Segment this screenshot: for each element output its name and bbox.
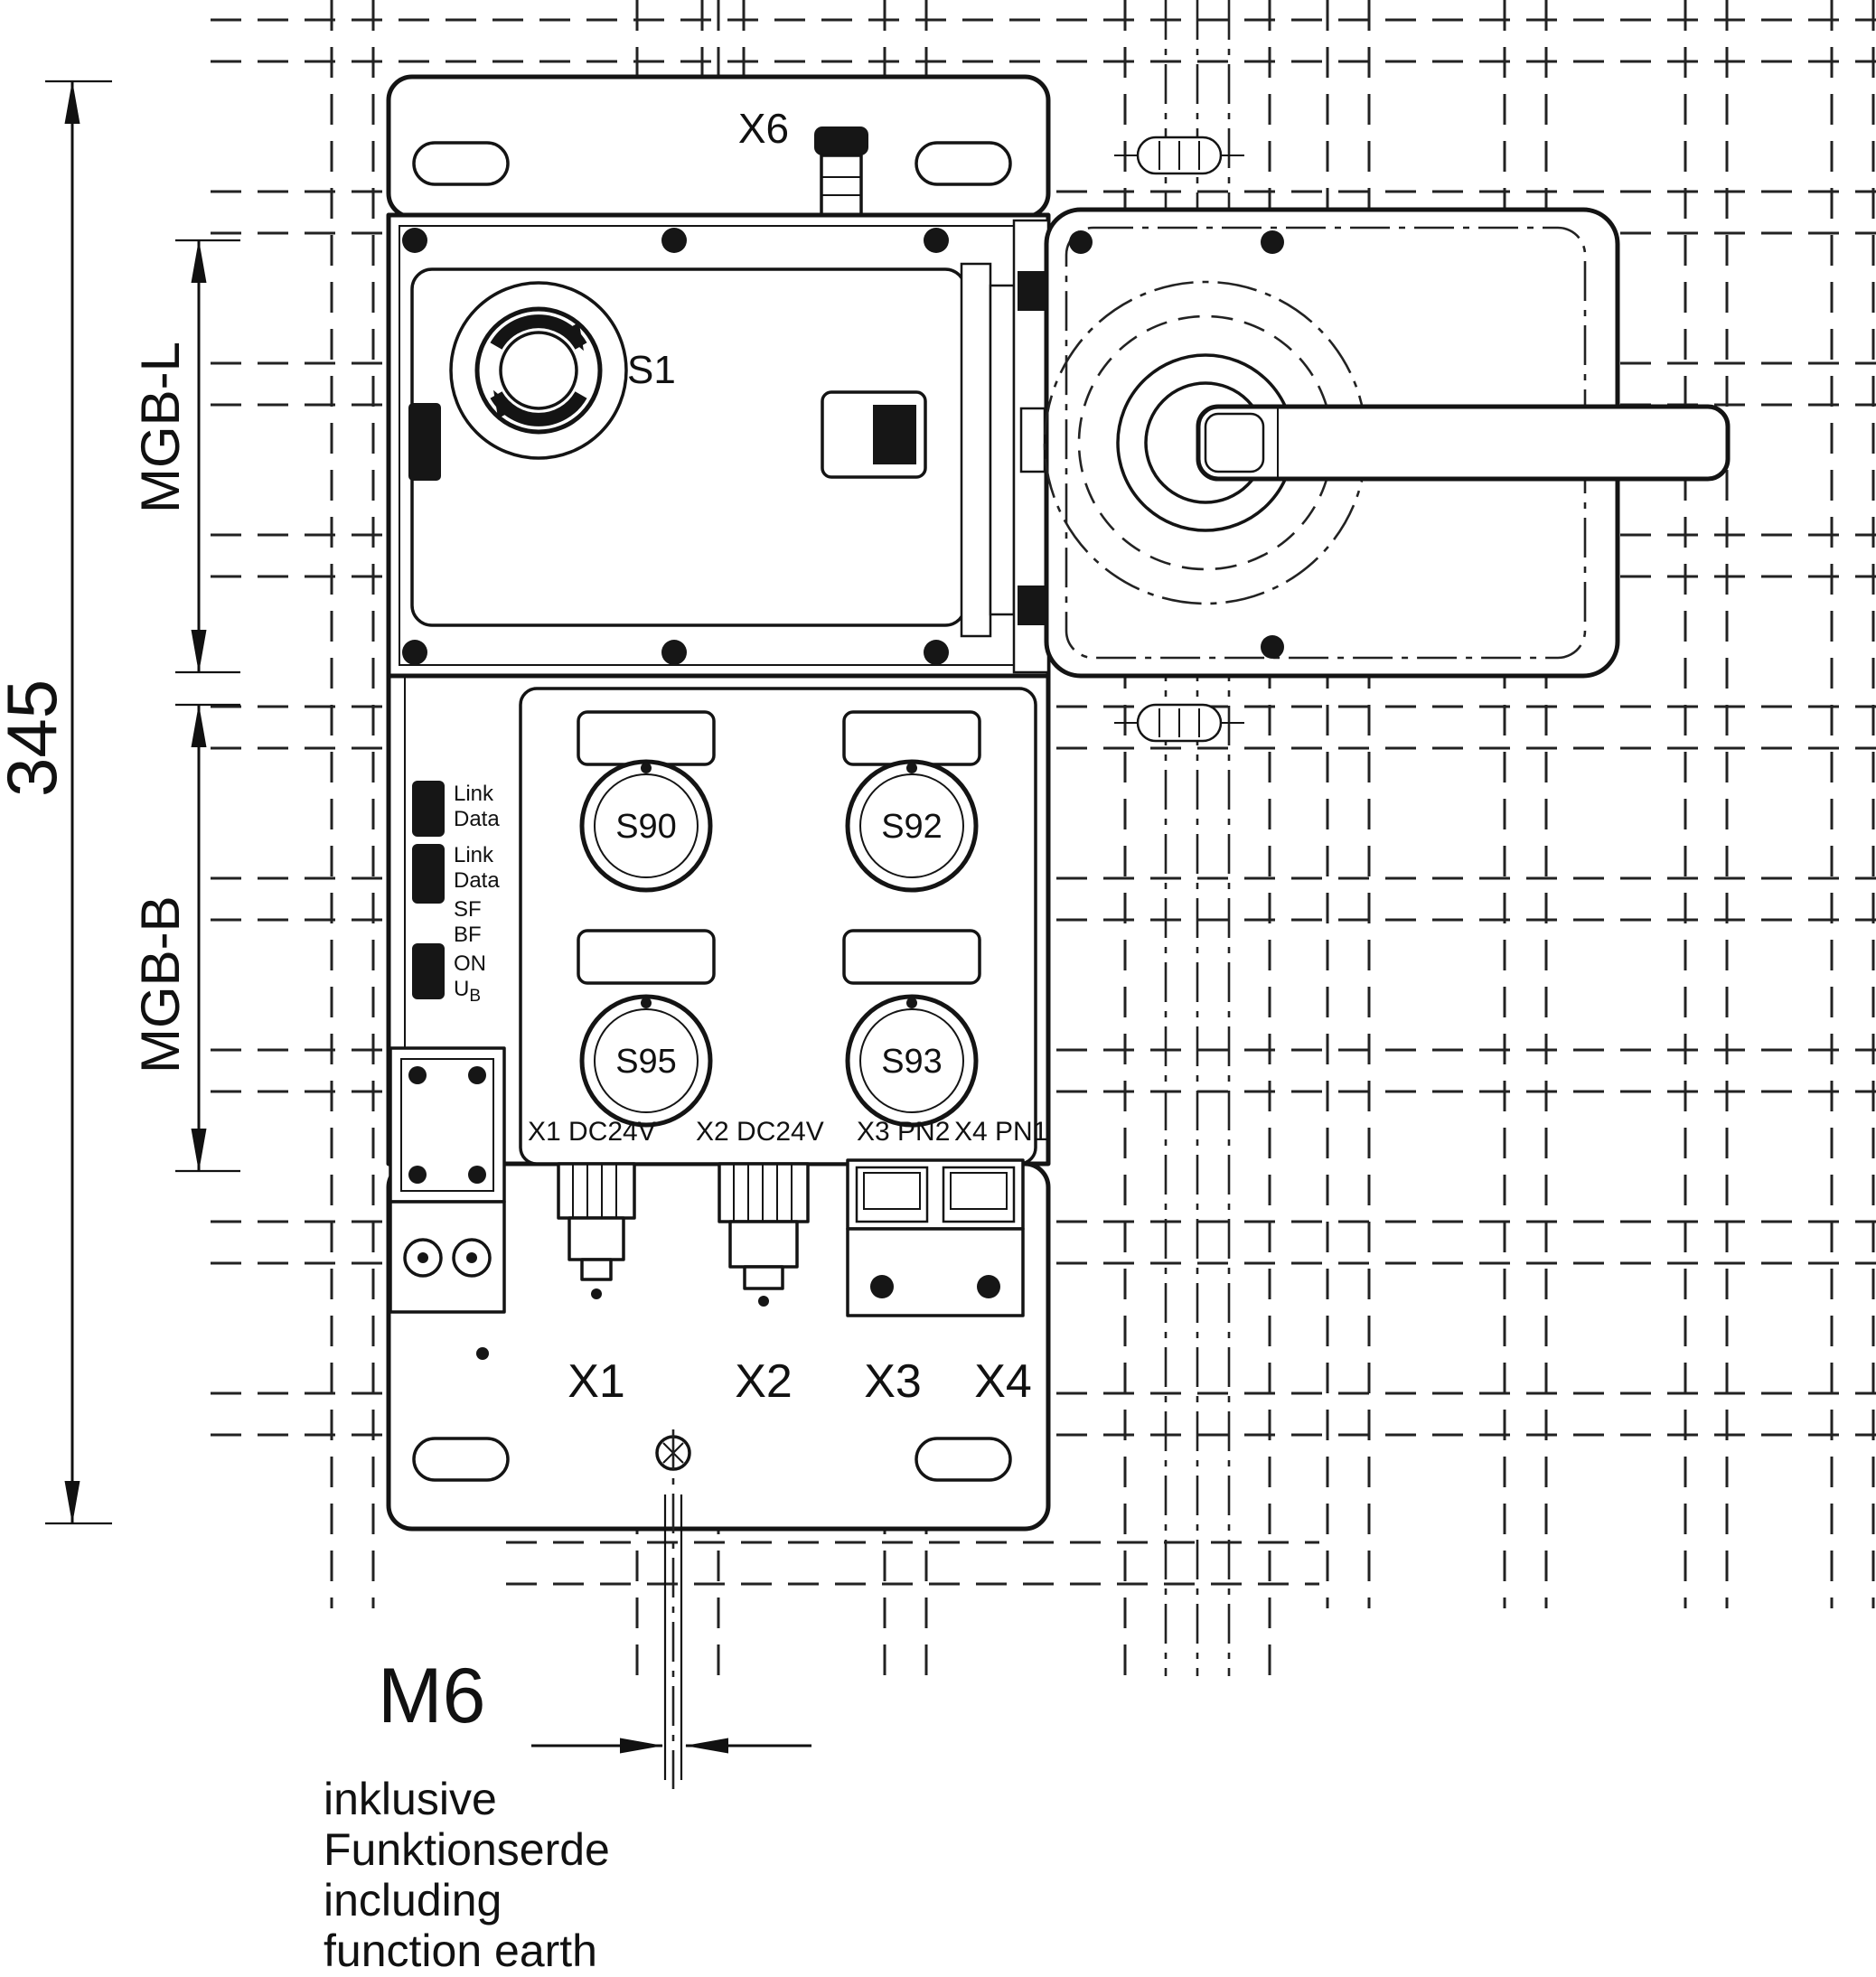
label-slot [842, 710, 981, 766]
s92-label: S92 [881, 808, 943, 846]
button-s90: S90 [579, 759, 713, 893]
note-line-1: inklusive [324, 1774, 497, 1824]
overall-height-dimension: 345 [0, 679, 71, 797]
screw-dot [661, 228, 687, 253]
label-slot [842, 929, 981, 985]
led-label-data-2: Data [454, 868, 500, 893]
bus-module-mgb-b: Link Data Link Data SF BF ON UB S90 [386, 673, 1051, 1167]
port-caption-x1: X1 DC24V [528, 1117, 656, 1147]
screw-dot [402, 228, 427, 253]
screw-dot [924, 640, 949, 665]
function-earth-note: inklusive Funktionserde including functi… [324, 1774, 610, 1976]
dimension-annotations: 345 MGB-L MGB-B M6 inklusive Funktionser… [0, 80, 811, 1976]
locking-module-mgb-l [386, 212, 1051, 679]
side-indicator-bar [408, 403, 441, 481]
screw-dot [924, 228, 949, 253]
screw-dot [1261, 635, 1284, 659]
button-s93: S93 [845, 994, 979, 1128]
knob-arrow-bottom [490, 389, 587, 426]
led-window [412, 943, 445, 999]
screw-dot [1069, 230, 1093, 254]
bottom-port-x4-label: X4 [974, 1355, 1032, 1408]
plate-hole [476, 1347, 489, 1360]
screw-dot [1261, 230, 1284, 254]
led-label-link-2: Link [454, 843, 494, 867]
mounting-slot-top-right [915, 141, 1012, 186]
door-interface [960, 219, 1050, 674]
label-slot [577, 710, 716, 766]
led-label-ub: UB [454, 977, 481, 1006]
led-label-link-1: Link [454, 782, 494, 806]
bottom-port-x2-label: X2 [735, 1355, 793, 1408]
x6-connector [814, 126, 868, 219]
top-mounting-plate [386, 74, 1051, 220]
led-label-data-1: Data [454, 807, 500, 831]
port-caption-x2: X2 DC24V [696, 1117, 824, 1147]
s1-knob-label: S1 [627, 348, 676, 392]
profile-slot-symbol-middle [1114, 703, 1244, 743]
button-s95: S95 [579, 994, 713, 1128]
s95-label: S95 [615, 1043, 677, 1081]
s93-label: S93 [881, 1043, 943, 1081]
door-handle-bar [1196, 404, 1731, 482]
note-line-3: including [324, 1875, 502, 1925]
x6-connector-label: X6 [738, 105, 789, 152]
led-window [412, 781, 445, 837]
knob-arrow-top [490, 314, 587, 351]
m6-thread-label: M6 [378, 1653, 485, 1739]
mounting-slot-top-left [412, 141, 510, 186]
led-label-bf: BF [454, 923, 482, 947]
s1-rotary-knob [449, 281, 628, 460]
bottom-port-x1-label: X1 [567, 1355, 625, 1408]
led-window [412, 844, 445, 904]
button-s92: S92 [845, 759, 979, 893]
bottom-port-x3-label: X3 [864, 1355, 922, 1408]
port-caption-x4: X4 PN1 [954, 1117, 1047, 1147]
side-bracket [389, 1046, 506, 1314]
status-led-block: Link Data Link Data SF BF ON UB [412, 781, 500, 1006]
mgb-device: Link Data Link Data SF BF ON UB S90 [386, 74, 1731, 1532]
mounting-slot-bottom-left [412, 1437, 510, 1482]
screw-dot [661, 640, 687, 665]
mounting-slot-bottom-right [915, 1437, 1012, 1482]
label-slot [577, 929, 716, 985]
status-window [821, 390, 927, 479]
screw-dot [402, 640, 427, 665]
handle-module [1043, 207, 1731, 679]
note-line-2: Funktionserde [324, 1824, 610, 1875]
connector-x2-plug [718, 1162, 810, 1307]
led-label-sf: SF [454, 897, 482, 922]
connector-x1-plug [557, 1162, 636, 1299]
mgb-b-dimension-label: MGB-B [130, 895, 191, 1073]
port-caption-x3: X3 PN2 [857, 1117, 950, 1147]
profile-slot-symbol-top [1114, 136, 1244, 175]
note-line-4: function earth [324, 1925, 597, 1976]
connector-x3-x4-ports [846, 1158, 1025, 1317]
mgb-l-dimension-label: MGB-L [130, 342, 191, 513]
s90-label: S90 [615, 808, 677, 846]
led-label-on: ON [454, 951, 486, 976]
